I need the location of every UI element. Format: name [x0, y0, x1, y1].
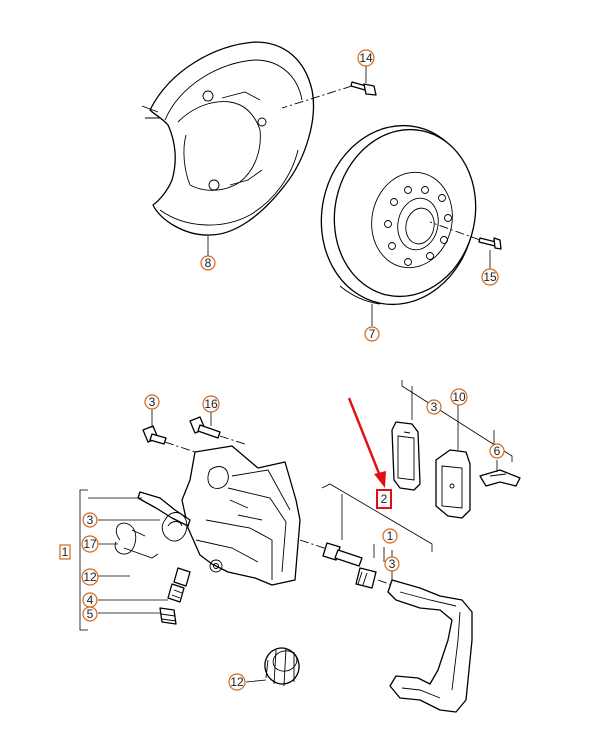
callout-label: 12: [83, 570, 97, 584]
callout-label: 3: [389, 557, 396, 571]
protective-cap: [245, 647, 300, 687]
callout-16[interactable]: 16: [202, 395, 220, 413]
group-bracket-1: [79, 489, 168, 631]
callout-2-highlighted[interactable]: 2: [376, 489, 392, 509]
callout-12-caliper[interactable]: 12: [81, 568, 99, 586]
callout-12-cap[interactable]: 12: [228, 673, 246, 691]
pad-group-bracket: [401, 380, 513, 462]
callout-label: 12: [230, 675, 244, 689]
brake-caliper: [181, 445, 301, 586]
callout-label: 7: [369, 327, 376, 341]
callout-label: 15: [483, 270, 497, 284]
dust-cap: [159, 607, 177, 625]
callout-label: 14: [359, 51, 373, 65]
callout-5[interactable]: 5: [82, 606, 98, 622]
callout-label: 3: [149, 395, 156, 409]
callout-3-spring[interactable]: 3: [82, 512, 98, 528]
callout-label: 1: [387, 529, 394, 543]
brake-disc: [320, 124, 477, 326]
callout-label: 6: [494, 444, 501, 458]
callout-17[interactable]: 17: [81, 535, 99, 553]
callout-label: 3: [431, 400, 438, 414]
callout-label: 5: [87, 607, 94, 621]
callout-label: 10: [452, 390, 466, 404]
callout-1-pin[interactable]: 1: [382, 528, 398, 544]
callout-label: 2: [381, 492, 388, 506]
brake-pad-outer: [435, 449, 471, 519]
bolt-16: [189, 410, 246, 445]
callout-8[interactable]: 8: [200, 255, 216, 271]
callout-label: 4: [87, 593, 94, 607]
callout-3-bolt[interactable]: 3: [144, 394, 160, 410]
screw-15: [429, 221, 502, 269]
callout-label: 17: [83, 537, 97, 551]
callout-label: 1: [62, 545, 69, 559]
callout-15[interactable]: 15: [481, 268, 499, 286]
bolt-3: [142, 409, 196, 453]
callout-10[interactable]: 10: [450, 388, 468, 406]
anti-rattle-clip: [479, 460, 521, 487]
brake-pad-inner: [391, 421, 421, 491]
callout-label: 16: [204, 397, 218, 411]
callout-label: 8: [205, 256, 212, 270]
callout-4[interactable]: 4: [82, 592, 98, 608]
callout-3-pad[interactable]: 3: [426, 399, 442, 415]
guide-pin: [299, 539, 393, 589]
caliper-spring: [114, 491, 191, 559]
callout-14[interactable]: 14: [357, 49, 375, 67]
bolt-14: [281, 66, 377, 109]
callout-7[interactable]: 7: [364, 326, 380, 342]
bleeder-valve: [167, 567, 191, 603]
callout-3-pin[interactable]: 3: [384, 556, 400, 572]
highlight-arrow: [347, 397, 386, 488]
callout-6[interactable]: 6: [489, 443, 505, 459]
callout-1-caliper[interactable]: 1: [59, 544, 71, 560]
brake-carrier: [387, 579, 473, 713]
splash-shield: [141, 41, 315, 256]
callout-label: 3: [87, 513, 94, 527]
